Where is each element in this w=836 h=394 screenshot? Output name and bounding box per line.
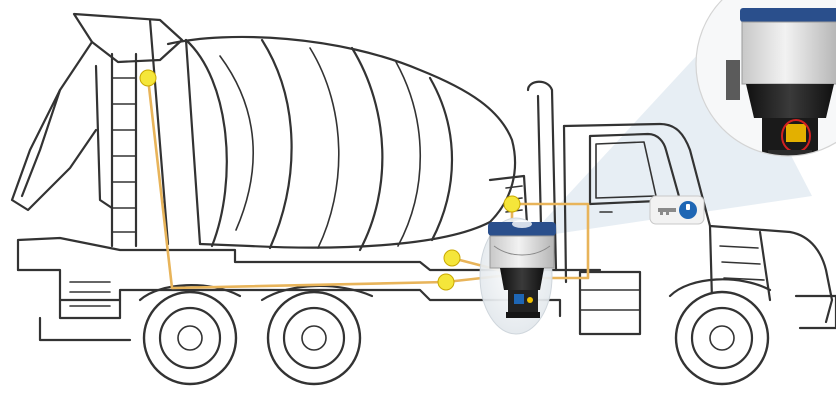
rear-wheel-2 bbox=[268, 292, 360, 384]
rear-wheel-1 bbox=[144, 292, 236, 384]
lube-points bbox=[140, 70, 520, 290]
lube-point-chassis-lower bbox=[438, 274, 454, 290]
lube-point-mixer-drum-rear bbox=[140, 70, 156, 86]
front-wheel bbox=[676, 292, 768, 384]
key-badge bbox=[650, 196, 704, 224]
lube-point-chassis-upper bbox=[444, 250, 460, 266]
lube-point-drum-roller bbox=[504, 196, 520, 212]
